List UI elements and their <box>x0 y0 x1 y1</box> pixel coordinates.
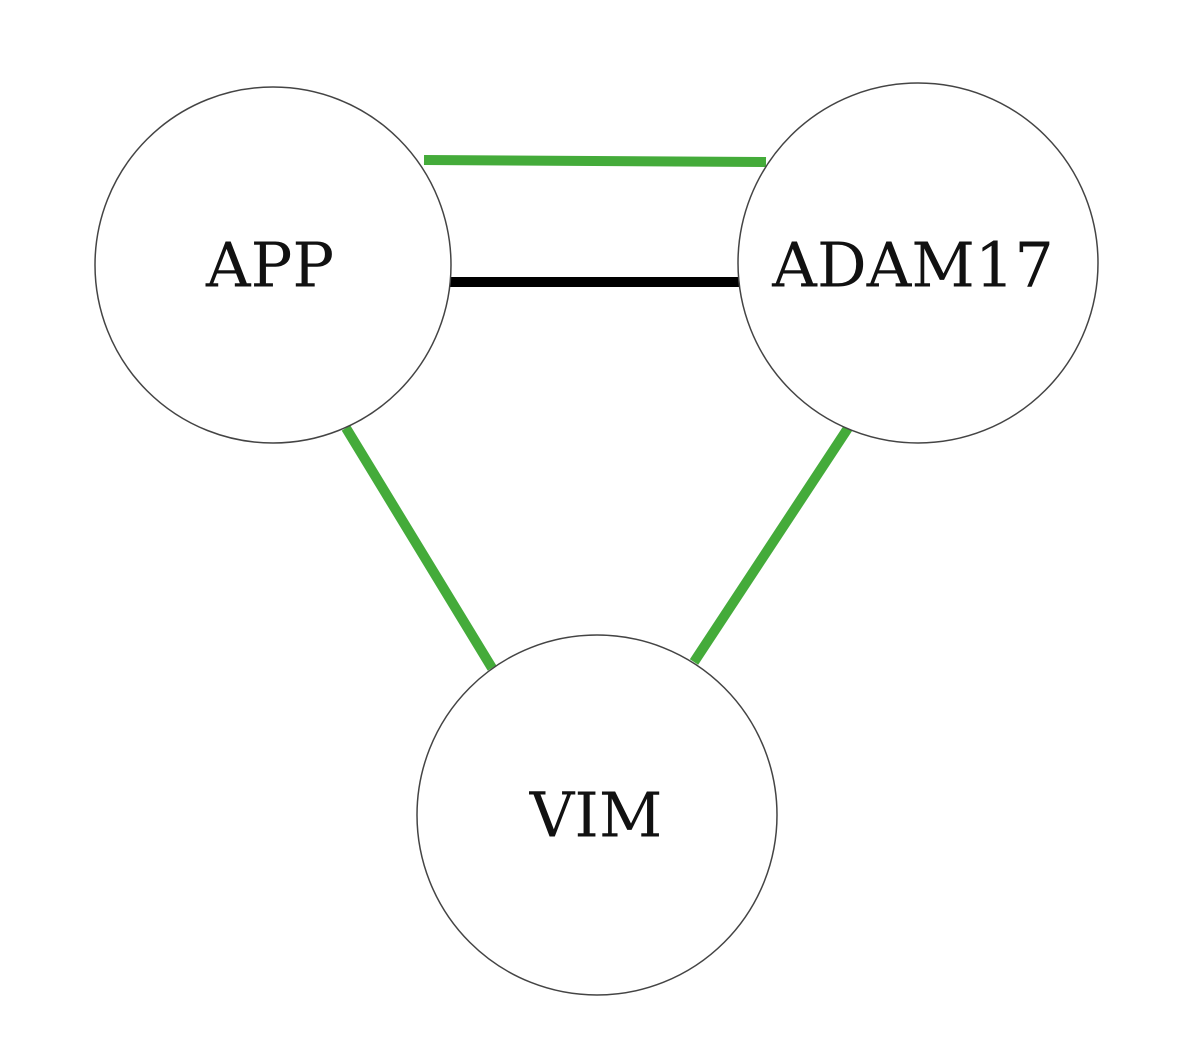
node-app-circle <box>94 86 452 444</box>
node-adam17-circle <box>737 82 1099 444</box>
edge-adam17-vim-green <box>689 419 857 665</box>
node-vim-circle <box>416 634 778 996</box>
node-app: APP <box>94 86 452 444</box>
edge-app-adam17-green <box>423 155 767 167</box>
edge-app-vim-green <box>341 425 497 671</box>
node-adam17: ADAM17 <box>737 82 1099 444</box>
edge-layer <box>341 155 857 671</box>
node-vim-label: VIM <box>529 779 663 852</box>
node-vim: VIM <box>416 634 778 996</box>
node-adam17-label: ADAM17 <box>771 229 1054 302</box>
node-app-label: APP <box>205 229 334 302</box>
